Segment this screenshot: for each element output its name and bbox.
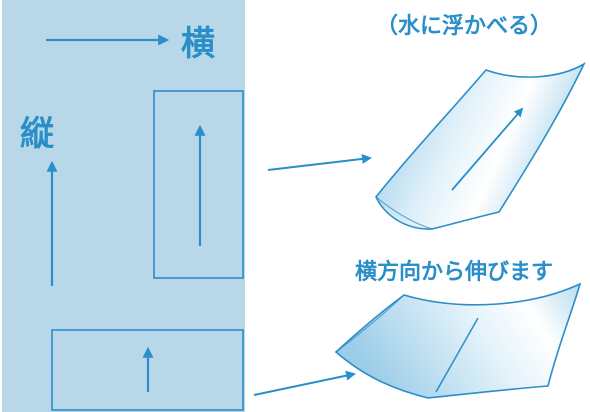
curled-film-bottom-fold-line xyxy=(435,317,479,393)
flow-arrow-bottom-icon xyxy=(253,370,356,396)
flow-arrow-top-icon xyxy=(267,153,372,171)
curled-film-bottom xyxy=(334,282,582,399)
horizontal-strip xyxy=(51,329,244,411)
curled-film-top-arrow-icon xyxy=(451,107,524,191)
vertical-strip xyxy=(153,90,244,279)
curled-film-top xyxy=(375,61,586,230)
stretch-caption: 横方向から伸びます xyxy=(355,259,553,285)
floating-caption: （水に浮かべる） xyxy=(376,13,552,39)
horizontal-label: 横 xyxy=(181,24,215,64)
vertical-label: 縦 xyxy=(20,114,54,154)
